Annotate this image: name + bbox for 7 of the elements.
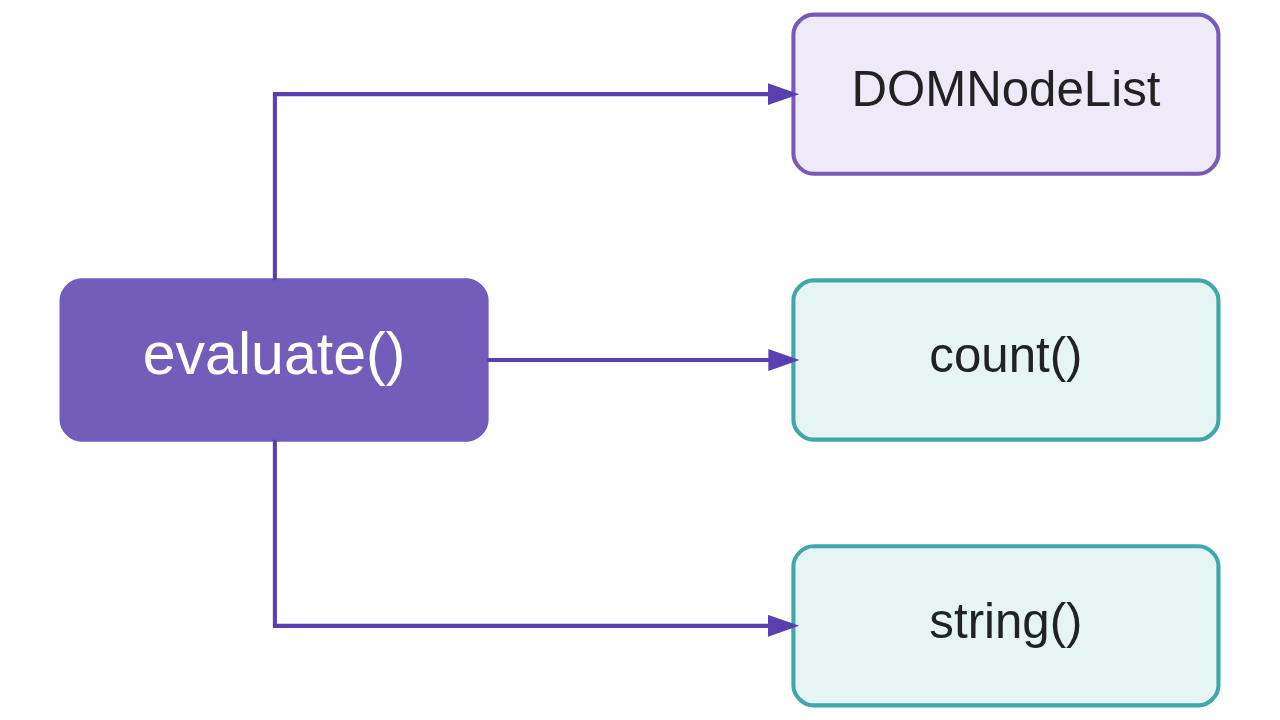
node-box: string()	[791, 544, 1221, 708]
arrow	[272, 83, 800, 281]
node-box: count()	[791, 278, 1221, 442]
arrow	[272, 439, 800, 637]
node-box: evaluate()	[59, 278, 489, 442]
node-box: DOMNodeList	[791, 12, 1221, 176]
arrow	[486, 349, 800, 371]
